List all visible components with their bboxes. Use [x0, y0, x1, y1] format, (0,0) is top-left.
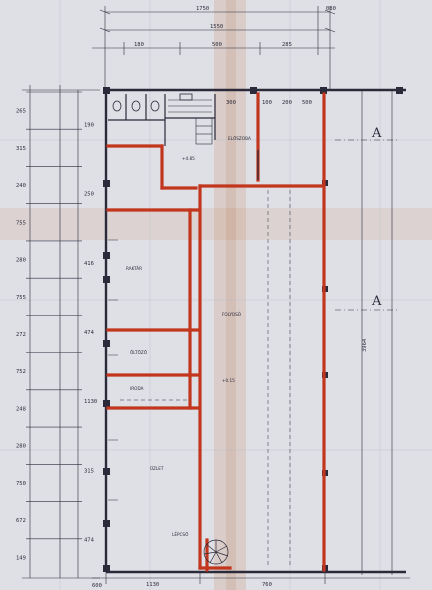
top-staircase: [168, 99, 213, 145]
left-dim-label: 280: [16, 444, 26, 450]
left-dim-label: 315: [16, 146, 26, 152]
dim-row2-b: 500: [212, 42, 222, 48]
left-dim-label: 755: [16, 220, 26, 226]
dim-row2-c: 285: [282, 42, 292, 48]
inner-left-dim-label: 474: [84, 537, 95, 543]
dim-bottom-a: 600: [92, 583, 102, 589]
right-dimension-chain: [361, 90, 393, 575]
section-mark-top: A: [371, 126, 382, 141]
dashed-guides: [120, 190, 291, 565]
wc-fixtures: [112, 93, 193, 112]
left-dimension-ticks: [26, 91, 82, 540]
room-label-corridor: FOLYOSÓ: [222, 312, 242, 317]
left-dim-label: 272: [16, 332, 26, 338]
left-dimension-chains: [22, 85, 100, 579]
inner-left-dim-label: 416: [84, 261, 94, 267]
room-label-office: IRODA: [130, 386, 144, 391]
section-mark-bottom: A: [371, 294, 382, 309]
dim-row2-a: 180: [134, 42, 144, 48]
left-dim-label: 672: [16, 518, 26, 524]
left-dim-label: 752: [16, 369, 26, 375]
inner-left-dimension-texts: 190 250 416 474 1130 315 474: [84, 123, 97, 544]
left-dim-label: 248: [16, 406, 26, 412]
dim-toprow-b: 100: [262, 100, 272, 106]
room-label-shop: ÜZLET: [150, 466, 164, 471]
section-line: [335, 139, 400, 311]
dim-bottom-b: 1130: [146, 582, 159, 588]
interior-walls: [108, 94, 259, 180]
dim-toprow-a: 300: [226, 100, 236, 106]
dim-toprow-c: 200: [282, 100, 292, 106]
inner-left-dim-label: 190: [84, 123, 94, 129]
spiral-stair: [203, 539, 229, 565]
level-mark-lower: +0.15: [222, 378, 235, 383]
bottom-dimension-chain: [92, 572, 410, 584]
left-dim-label: 750: [16, 481, 26, 487]
inner-left-dim-label: 250: [84, 192, 94, 198]
inner-left-dim-label: 315: [84, 468, 94, 474]
dim-toprow-d: 500: [302, 100, 312, 106]
dim-right-total: 3964: [362, 338, 368, 352]
room-label-storage: RAKTÁR: [126, 266, 142, 271]
left-dim-label: 265: [16, 109, 26, 115]
tape-stain-vertical: [214, 0, 246, 590]
left-dim-label: 755: [16, 295, 26, 301]
dim-overall: 1750: [196, 6, 209, 12]
level-mark-upper: +4.85: [182, 156, 195, 161]
room-label-hall: ELŐSZOBA: [228, 136, 251, 141]
red-walls: [106, 92, 326, 572]
left-dim-label: 240: [16, 183, 26, 189]
left-dim-label: 149: [16, 555, 26, 561]
left-corridor-ticks: [108, 239, 118, 501]
left-dim-label: 280: [16, 258, 26, 264]
room-label-dressing: ÖLTÖZŐ: [130, 350, 148, 355]
room-label-stair: LÉPCSŐ: [172, 532, 189, 537]
top-dimension-chain: [92, 6, 336, 90]
dim-overall-sub: 1550: [210, 24, 223, 30]
dim-right-small: 080: [326, 6, 336, 12]
inner-left-dim-label: 1130: [84, 399, 97, 405]
dim-bottom-c: 760: [262, 582, 272, 588]
left-dimension-texts: 265 315 240 755 280 755 272 752 248 280 750 672 149: [16, 109, 26, 562]
inner-left-dim-label: 474: [84, 330, 95, 336]
fold-shadow: [226, 0, 236, 590]
tape-stain-horizontal: [0, 208, 432, 240]
